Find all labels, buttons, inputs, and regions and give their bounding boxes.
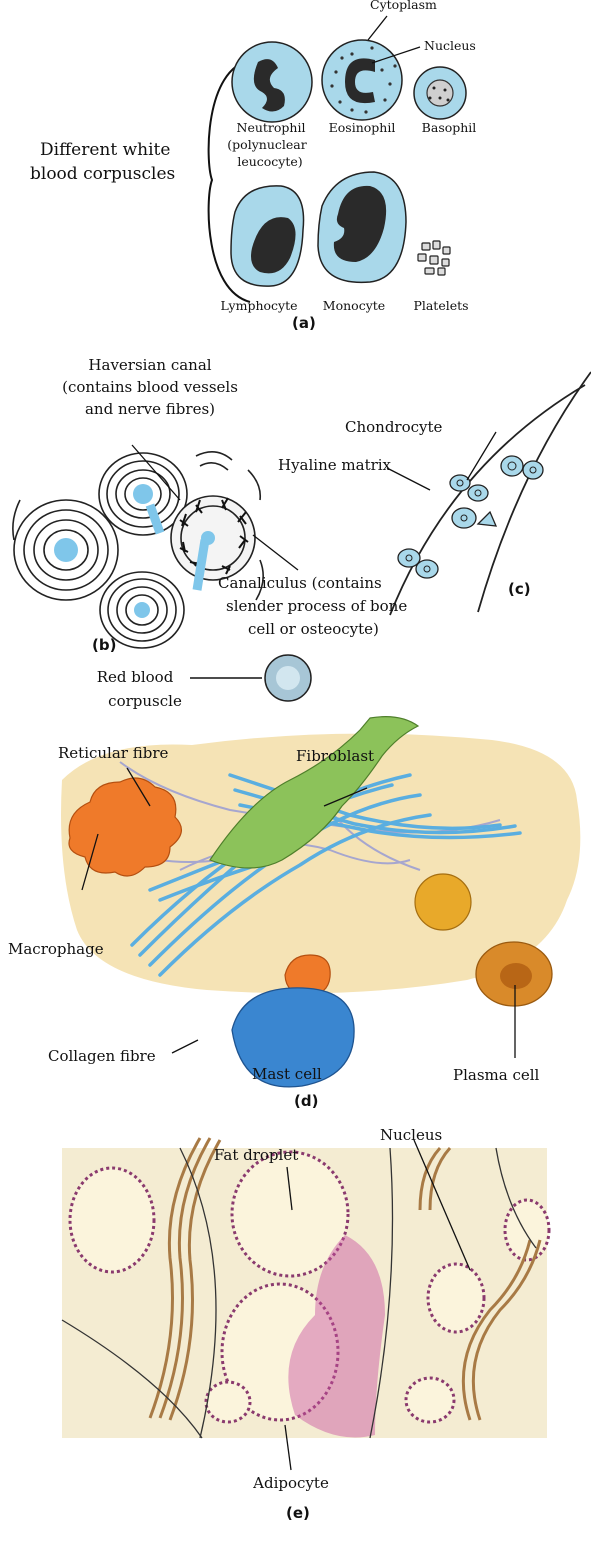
panel-e-drawing [61, 1137, 551, 1471]
collagen-fibre-label: Collagen fibre [48, 1047, 156, 1065]
panel-a-label: (a) [292, 314, 316, 332]
chondrocyte-label: Chondrocyte [345, 418, 443, 436]
lymphocyte-label: Lymphocyte [220, 298, 298, 313]
rbc-label-line1: Red blood [96, 668, 174, 686]
mast-cell-label: Mast cell [252, 1065, 322, 1083]
eosinophil-label: Eosinophil [328, 120, 396, 135]
panel-a-drawing [207, 15, 467, 303]
rbc-drawing [190, 654, 312, 702]
haversian-label-line1: Haversian canal [88, 356, 212, 374]
plasma-cell-label: Plasma cell [453, 1066, 540, 1084]
panel-d-drawing [61, 716, 581, 1088]
fibroblast-cell [209, 716, 420, 869]
macrophage-cell [68, 777, 182, 877]
macrophage-label: Macrophage [8, 940, 104, 958]
eosinophil-cell [321, 39, 403, 121]
canaliculus-label-line3: cell or osteocyte) [248, 620, 379, 638]
panel-e-label: (e) [286, 1504, 310, 1522]
panel-b-drawing [12, 444, 299, 649]
hyaline-matrix-label: Hyaline matrix [278, 456, 392, 474]
panel-c-drawing [386, 371, 591, 616]
fibroblast-label: Fibroblast [296, 747, 375, 765]
neutrophil-nucleus [253, 59, 285, 112]
platelets-label: Platelets [413, 298, 469, 313]
nucleus-adipocyte [426, 1262, 486, 1334]
wbc-group-label-line1: Different white [40, 140, 171, 160]
haversian-label-line3: and nerve fibres) [84, 400, 216, 418]
adipocyte-label: Adipocyte [253, 1474, 329, 1492]
basophil-nucleus [426, 79, 454, 107]
neutrophil-label-line2: (polynuclear [227, 137, 307, 152]
nucleus-label-a: Nucleus [424, 38, 476, 53]
basophil-label: Basophil [421, 120, 477, 135]
haversian-label-line2: (contains blood vessels [62, 378, 238, 396]
cytoplasm-label: Cytoplasm [370, 0, 437, 12]
panel-b-label: (b) [92, 636, 117, 654]
monocyte-label: Monocyte [322, 298, 386, 313]
fat-droplet-upper [230, 1150, 350, 1278]
reticular-fibre-label: Reticular fibre [58, 744, 169, 762]
rbc-label-line2: corpuscle [108, 692, 182, 710]
mast-cell [231, 987, 355, 1088]
fat-droplet-label: Fat droplet [214, 1146, 299, 1164]
nucleus-label-e: Nucleus [380, 1126, 443, 1144]
panel-d-label: (d) [294, 1092, 319, 1110]
panel-c-label: (c) [508, 580, 531, 598]
neutrophil-label-line1: Neutrophil [236, 120, 306, 135]
lymphocyte-nucleus [251, 217, 296, 274]
wbc-group-label-line2: blood corpuscles [30, 164, 176, 184]
neutrophil-label-line3: leucocyte) [237, 154, 303, 169]
eosinophil-nucleus [345, 58, 375, 104]
wbc-brace [207, 59, 251, 303]
monocyte-nucleus [333, 185, 387, 262]
canaliculus-label-line1: Canaliculus (contains [218, 574, 382, 592]
platelets-cluster [417, 240, 451, 276]
neutrophil-cell [231, 41, 313, 123]
canaliculus-label-line2: slender process of bone [226, 597, 408, 615]
